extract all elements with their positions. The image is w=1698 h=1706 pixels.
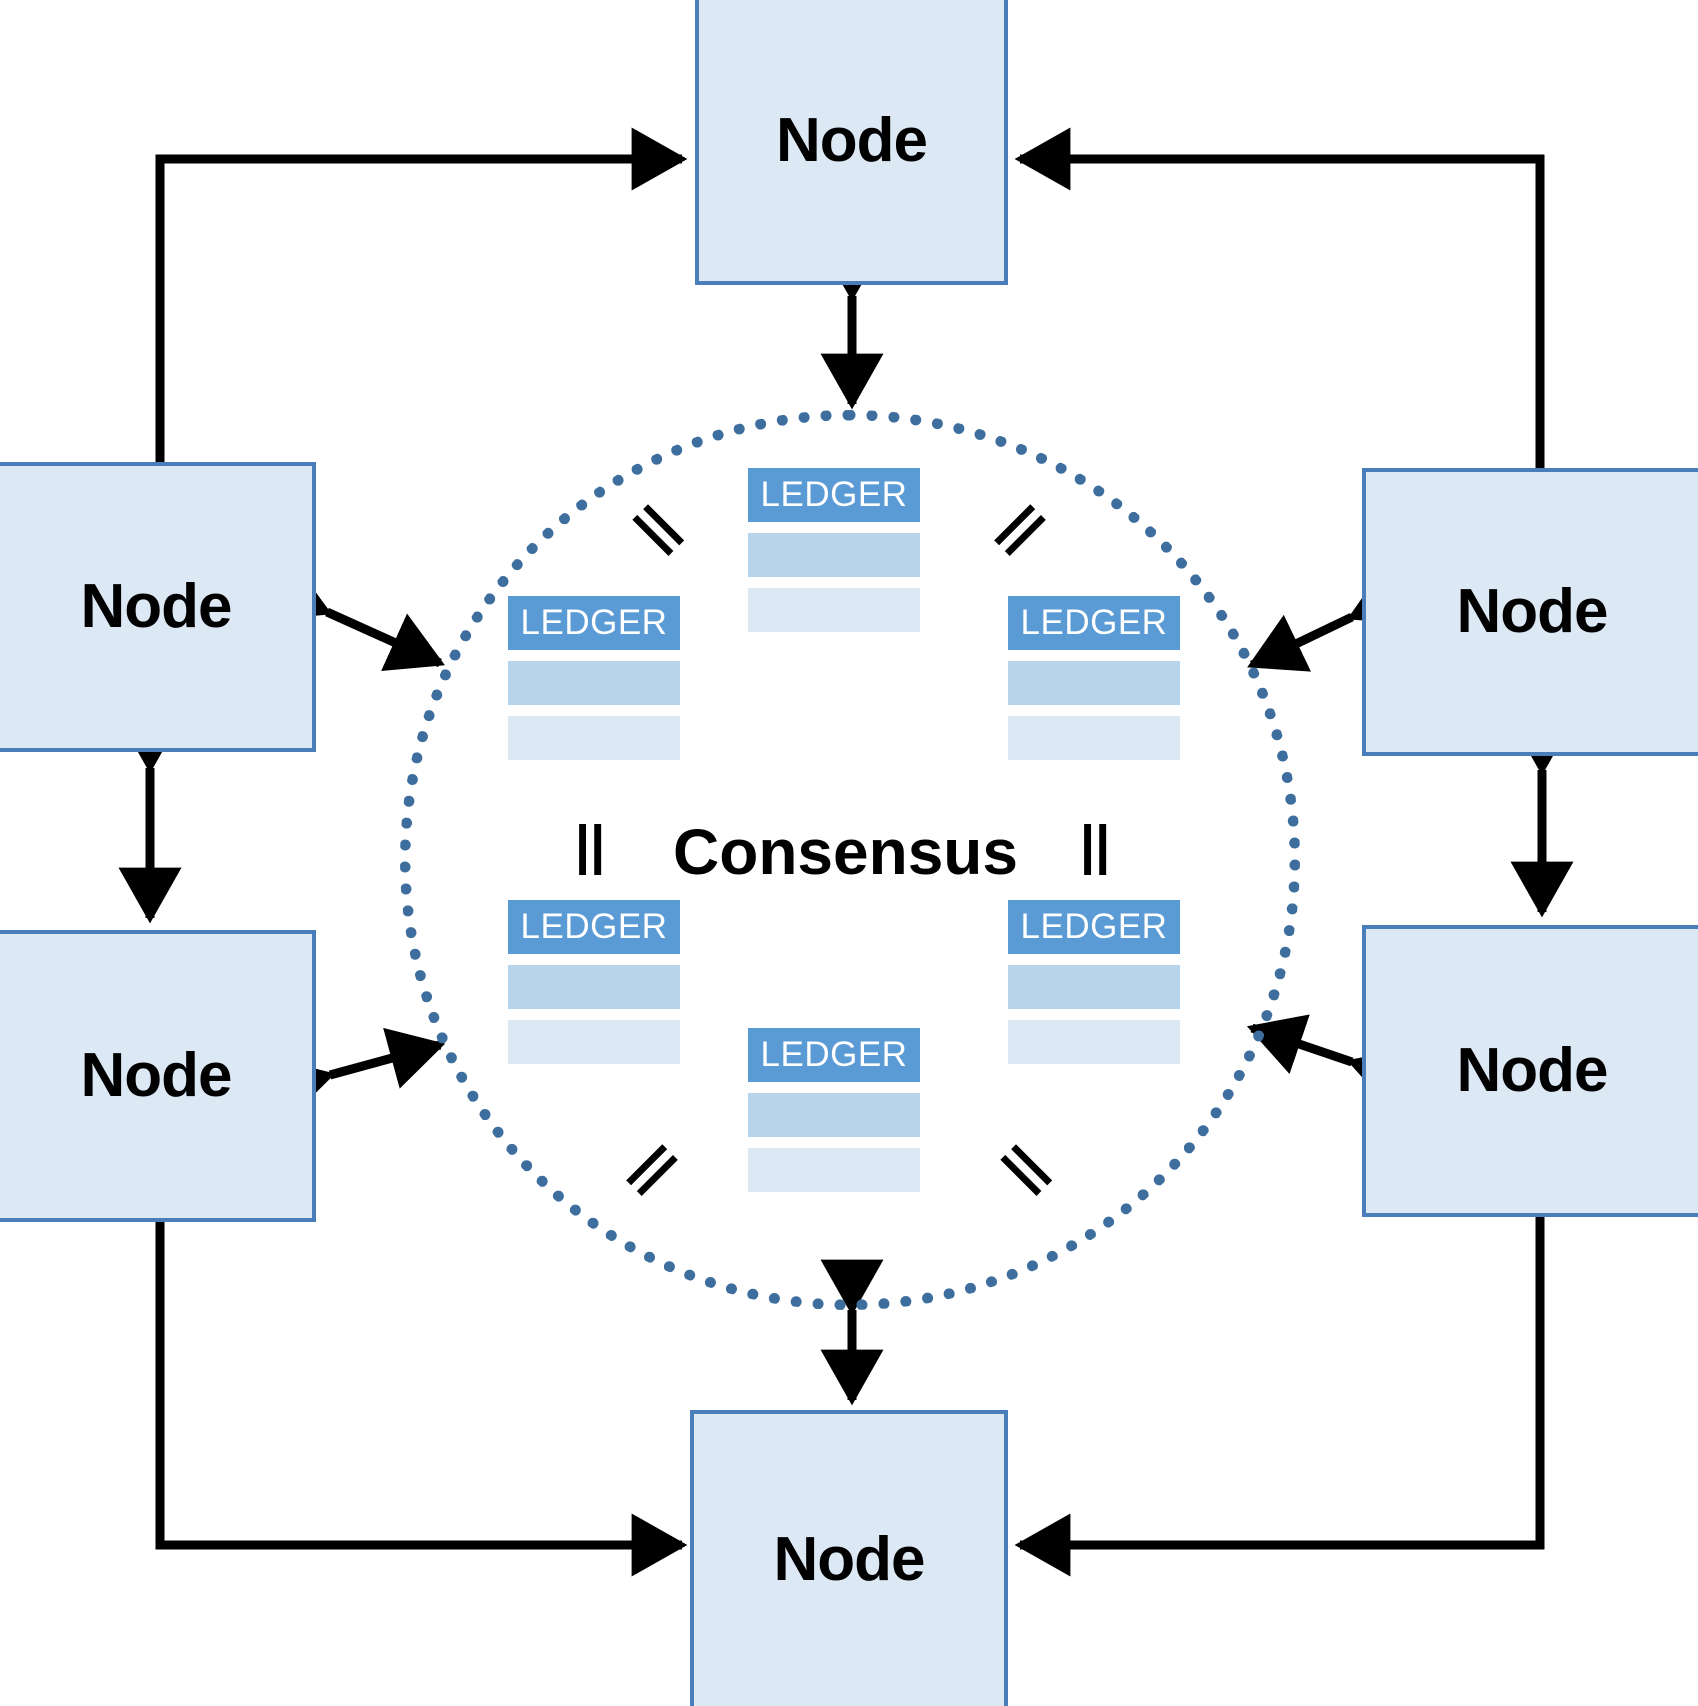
ledger-card-upper-left[interactable]: LEDGER [508, 596, 680, 760]
arrow-rightlower-to-circle [1246, 1014, 1410, 1109]
arrow-bottomright-to-bottom [1014, 1217, 1545, 1577]
ledger-row [1008, 1020, 1180, 1064]
ledger-row [1008, 716, 1180, 760]
equals-mark-mid-right: || [1080, 815, 1111, 875]
node-box-bottom[interactable]: Node [690, 1410, 1008, 1706]
ledger-card-lower-left[interactable]: LEDGER [508, 900, 680, 1064]
arrow-rightupper-to-circle [1247, 566, 1412, 672]
ledger-row [508, 1020, 680, 1064]
ledger-card-lower-right[interactable]: LEDGER [1008, 900, 1180, 1064]
node-label: Node [80, 1041, 233, 1110]
node-box-right-upper[interactable]: Node [1362, 468, 1698, 756]
node-box-right-lower[interactable]: Node [1362, 925, 1698, 1217]
ledger-row [748, 588, 920, 632]
equals-mark-mid-left: || [575, 815, 606, 875]
ledger-card-upper-right[interactable]: LEDGER [1008, 596, 1180, 760]
arrow-topright-to-top [1014, 127, 1545, 468]
node-box-left-upper[interactable]: Node [0, 462, 316, 752]
ledger-row [1008, 661, 1180, 705]
ledger-row [508, 965, 680, 1009]
node-label: Node [80, 572, 233, 641]
ledger-card-header: LEDGER [1008, 596, 1180, 650]
consensus-label: Consensus [673, 816, 1018, 888]
ledger-row [748, 1093, 920, 1137]
ledger-card-top[interactable]: LEDGER [748, 468, 920, 632]
ledger-row [748, 533, 920, 577]
ledger-card-bottom[interactable]: LEDGER [748, 1028, 920, 1192]
ledger-card-header: LEDGER [748, 1028, 920, 1082]
node-box-left-lower[interactable]: Node [0, 930, 316, 1222]
arrow-topleft-to-top [155, 127, 688, 462]
node-label: Node [1456, 1036, 1609, 1105]
ledger-row [1008, 965, 1180, 1009]
ledger-card-header: LEDGER [508, 596, 680, 650]
ledger-card-header: LEDGER [748, 468, 920, 522]
node-box-top[interactable]: Node [695, 0, 1008, 285]
node-label: Node [773, 1525, 926, 1594]
ledger-card-header: LEDGER [508, 900, 680, 954]
arrow-leftupper-to-circle [268, 562, 445, 671]
consensus-boundary-circle [400, 410, 1300, 1310]
ledger-row [508, 716, 680, 760]
node-label: Node [776, 105, 928, 175]
ledger-row [508, 661, 680, 705]
arrow-bottomleft-to-bottom [155, 1222, 688, 1577]
ledger-row [748, 1148, 920, 1192]
node-label: Node [1456, 577, 1609, 646]
ledger-card-header: LEDGER [1008, 900, 1180, 954]
arrow-leftlower-to-circle [273, 1027, 446, 1119]
